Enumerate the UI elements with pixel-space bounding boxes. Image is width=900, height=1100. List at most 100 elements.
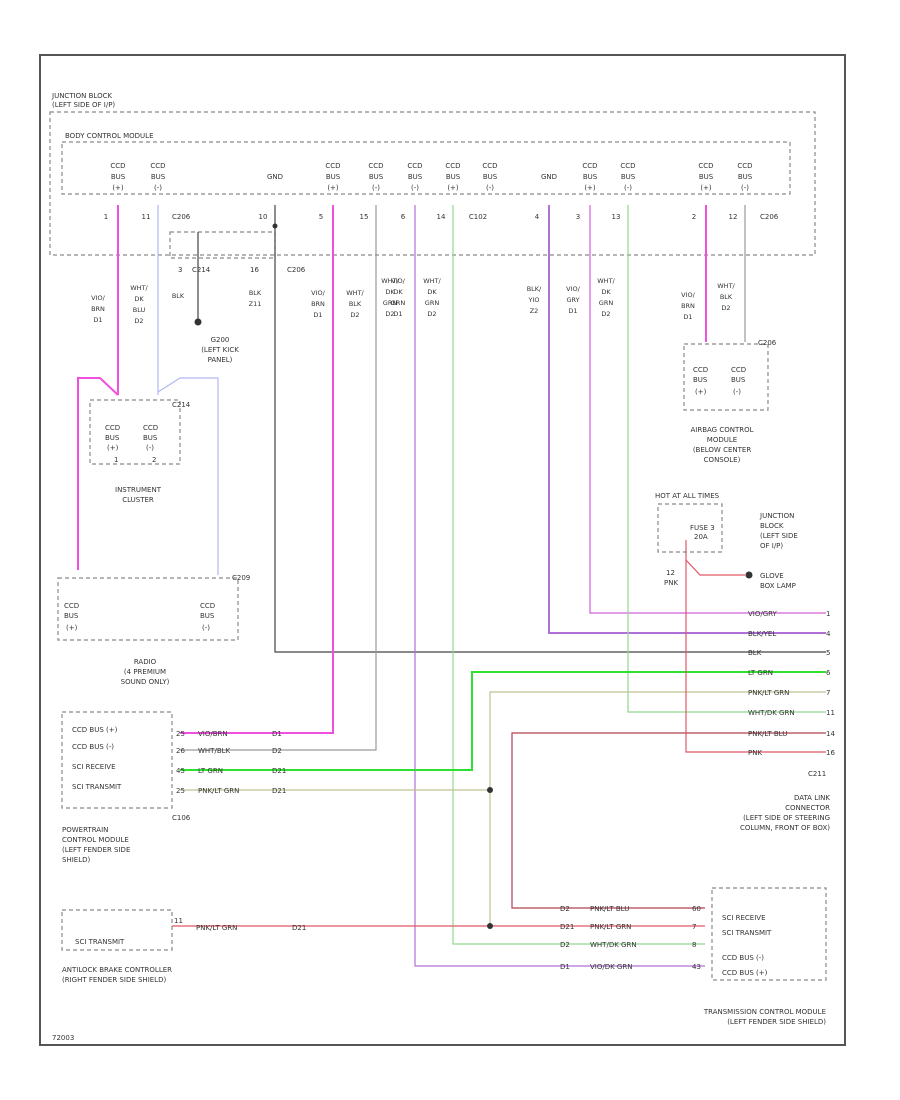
pcm-row-1-label: CCD BUS (+) [72, 726, 118, 734]
instrument-cluster: C214 CCD BUS (+) 1 CCD BUS (-) 2 INSTRUM… [89, 399, 191, 504]
wire-label-w1-1: VIO/ [91, 294, 105, 302]
body-control-module: BODY CONTROL MODULE CCD BUS (+) 1 CCD BUS (-) 1… [61, 132, 791, 221]
tcm-name-2: (LEFT FENDER SIDE SHIELD) [727, 1018, 826, 1026]
wire-label-w8-2: DK [393, 288, 403, 296]
wire-label-w4-1: BLK [249, 289, 262, 297]
bcm-pin-12-l2: BUS [699, 173, 714, 181]
bcm-pin-4-l3: (+) [327, 184, 339, 192]
bcm-pin-13-num: 12 [729, 213, 738, 221]
cluster-pin2-l2: BUS [143, 434, 158, 442]
antilock-brake-controller: SCI TRANSMIT 11 PNK/LT GRN D21 ANTILOCK … [61, 909, 306, 984]
wire-label-w14-2: BLK [720, 293, 733, 301]
bcm-pin-13-l2: BUS [738, 173, 753, 181]
bcm-pin-2-l2: BUS [151, 173, 166, 181]
radio-pin1-l2: BUS [64, 612, 79, 620]
wire-label-w11-3: D1 [568, 307, 577, 315]
pcm-row-3-label: SCI RECEIVE [72, 763, 116, 771]
radio-name-1: RADIO [134, 658, 157, 666]
bcm-pin-12-l1: CCD [698, 162, 713, 170]
cluster-pin2-l1: CCD [143, 424, 158, 432]
wire-label-w1-2: BRN [91, 305, 105, 313]
cluster-pin1-l1: CCD [105, 424, 120, 432]
airbag-connector: C206 [758, 339, 777, 347]
wire-label-w7-2: DK [385, 288, 395, 296]
radio-pin2-l2: BUS [200, 612, 215, 620]
tcm-row-1-wire: PNK/LT BLU [590, 905, 629, 913]
tcm-row-4-pin: 43 [692, 963, 701, 971]
bcm-pin-11-l3: (-) [624, 184, 632, 192]
bcm-pin-4-num: 5 [319, 213, 323, 221]
bcm-pin-10-l3: (+) [584, 184, 596, 192]
radio-pin2-l1: CCD [200, 602, 215, 610]
bcm-pin-7-l1: CCD [445, 162, 460, 170]
g200-line-2: (LEFT KICK [201, 346, 239, 354]
bcm-pin-5-l2: BUS [369, 173, 384, 181]
wire-vio-dkgrn-tcm [414, 205, 705, 967]
bcm-pin-5-l1: CCD [368, 162, 383, 170]
ground-pin-16: 16 [250, 266, 259, 274]
bcm-pin-1-num: 1 [104, 213, 108, 221]
bcm-title: BODY CONTROL MODULE [65, 132, 154, 140]
bcm-pin-9-num: 4 [535, 213, 540, 221]
wire-label-w12-2: DK [601, 288, 611, 296]
bcm-pin-13-l3: (-) [741, 184, 749, 192]
glove-box-lamp-2: BOX LAMP [760, 582, 796, 590]
dlc-row-3-wire: BLK [748, 649, 762, 657]
dlc-row-7-wire: PNK/LT BLU [748, 730, 787, 738]
pcm-row-1-circuit: D1 [272, 730, 282, 738]
bcm-pin-6-l3: (-) [411, 184, 419, 192]
fuse-jb-name-4: OF I/P) [760, 542, 783, 550]
dlc-row-4-pin: 6 [826, 669, 831, 677]
radio-box [57, 577, 239, 641]
wire-vio-gry-dlc [589, 205, 826, 614]
wire-label-w7-3: GRN [383, 299, 398, 307]
ground-g200-label: G200 (LEFT KICK PANEL) [201, 336, 239, 364]
wire-label-w13-2: BRN [681, 302, 695, 310]
junction-block: JUNCTION BLOCK (LEFT SIDE OF I/P) [49, 92, 816, 256]
pcm-row-4-circuit: D21 [272, 787, 286, 795]
ground-connector-block: 3 C214 16 C206 [169, 231, 306, 274]
bcm-pin-10-num: 3 [576, 213, 580, 221]
fuse-pin-color: PNK [664, 579, 678, 587]
pcm-row-3-wire: LT GRN [198, 767, 223, 775]
g200-line-3: PANEL) [208, 356, 233, 364]
radio-pin1-l3: (+) [66, 624, 78, 632]
tcm-row-1-label: SCI RECEIVE [722, 914, 766, 922]
radio-name-2: (4 PREMIUM [124, 668, 166, 676]
tcm-name-1: TRANSMISSION CONTROL MODULE [703, 1008, 826, 1016]
wire-label-w9-1: WHT/ [423, 277, 441, 285]
junction-block-subtitle: (LEFT SIDE OF I/P) [52, 101, 115, 109]
fuse-amps: 20A [694, 533, 708, 541]
airbag-pin2-l3: (-) [733, 388, 741, 396]
dlc-name-4: COLUMN, FRONT OF BOX) [740, 824, 830, 832]
wire-label-w14-3: D2 [721, 304, 730, 312]
bcm-pin-8-num: C102 [469, 213, 487, 221]
wire-pnk-fuse [685, 540, 826, 753]
pcm-row-2-pin: 26 [176, 747, 185, 755]
wire-label-w13-1: VIO/ [681, 291, 695, 299]
wire-label-w14-1: WHT/ [717, 282, 735, 290]
bcm-pin-12-num: 2 [692, 213, 696, 221]
radio-pin1-l1: CCD [64, 602, 79, 610]
wire-label-w2-4: D2 [134, 317, 143, 325]
wire-label-w10-1: BLK/ [527, 285, 542, 293]
bcm-pin-6-l2: BUS [408, 173, 423, 181]
pcm-box [61, 711, 173, 809]
pcm-name-4: SHIELD) [62, 856, 90, 864]
splice-pcm-sci [487, 787, 493, 793]
pcm-connector: C106 [172, 814, 191, 822]
bcm-pin-1-l3: (+) [112, 184, 124, 192]
wire-label-w8-3: GRN [391, 299, 406, 307]
airbag-pin1-l2: BUS [693, 376, 708, 384]
wire-blk-yel-dlc [548, 205, 826, 634]
wire-label-w4-2: Z11 [249, 300, 262, 308]
junction-block-box [49, 111, 816, 256]
bcm-pin-8-l3: (-) [486, 184, 494, 192]
pcm-row-2-wire: WHT/BLK [198, 747, 231, 755]
cluster-pin1-l3: (+) [107, 444, 119, 452]
data-link-connector: C211 DATA LINK CONNECTOR (LEFT SIDE OF S… [740, 770, 830, 832]
cluster-pin1-l2: BUS [105, 434, 120, 442]
wire-label-w11-1: VIO/ [566, 285, 580, 293]
